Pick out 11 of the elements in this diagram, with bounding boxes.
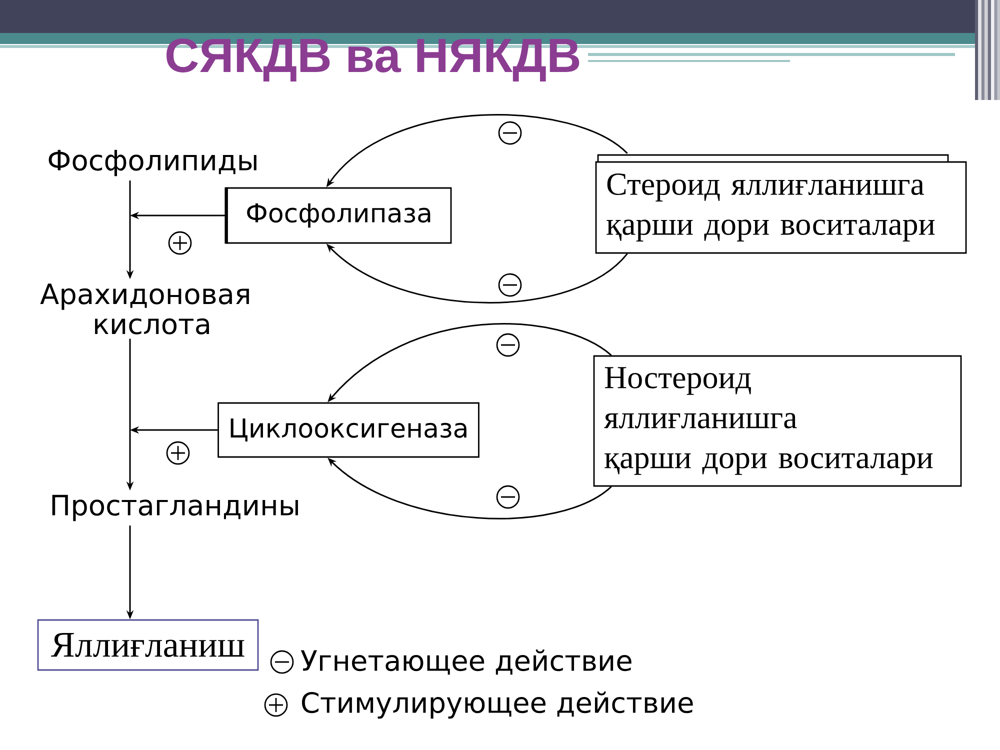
enzyme-box: Фосфолипаза <box>224 187 452 244</box>
step-label: Фосфолипиды <box>48 150 256 176</box>
title: СЯКДВ ва НЯКДВ <box>166 38 580 82</box>
drug-box: Ностероид яллиғланишга қарши дори воситалари <box>593 355 962 487</box>
enzyme-box: Циклооксигеназа <box>218 402 480 458</box>
step-label: Арахидоновая кислота <box>40 284 249 334</box>
legend-label: Угнетающее действие <box>300 649 632 675</box>
step-label: Простагландины <box>52 494 298 522</box>
legend-label: Стимулирующее действие <box>302 691 693 719</box>
drug-box: Стероид яллиғланишга қарши дори воситалари <box>595 154 967 254</box>
result-box: Яллиғланиш <box>37 619 259 671</box>
